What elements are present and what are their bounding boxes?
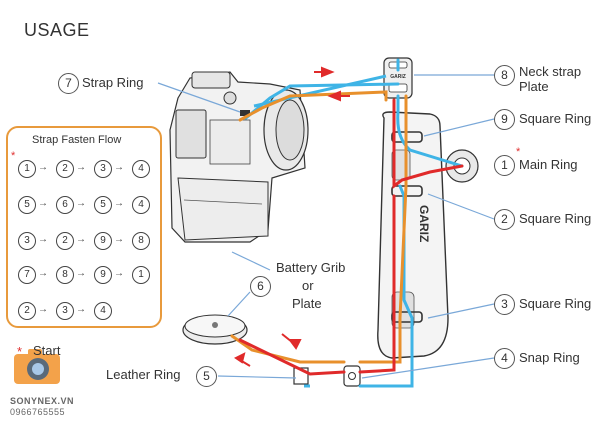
flow-step: 9	[94, 232, 112, 250]
callout-5-number: 5	[196, 366, 217, 387]
flow-step: 2	[56, 232, 74, 250]
red-strap	[238, 98, 464, 376]
strap-ring-label: Strap Ring	[82, 75, 144, 90]
flow-step: 1	[18, 160, 36, 178]
callout-7-number: 7	[58, 73, 79, 94]
square-ring-3	[391, 311, 423, 323]
snap-ring-label: Snap Ring	[519, 350, 580, 365]
flow-arrow: →	[76, 234, 86, 245]
main-ring-star: *	[516, 146, 521, 158]
flow-step: 4	[132, 196, 150, 214]
flow-arrow: →	[114, 234, 124, 245]
flow-arrow: →	[38, 198, 48, 209]
camera-illustration	[169, 71, 309, 243]
direction-arrows	[234, 66, 350, 367]
square-ring-2-label: Square Ring	[519, 211, 592, 226]
snap-ring	[343, 365, 361, 387]
callout-6-number: 6	[250, 276, 271, 297]
flow-title: Strap Fasten Flow	[32, 134, 122, 146]
flow-step: 4	[94, 302, 112, 320]
callout-3-number: 3	[494, 294, 515, 315]
neck-strap-label-line1: Neck strap	[519, 64, 582, 79]
brand-phone: 0966765555	[10, 407, 66, 417]
battery-label-line2: or	[302, 278, 314, 293]
main-ring-label: Main Ring	[519, 157, 578, 172]
battery-label-line1: Battery Grib	[276, 260, 346, 275]
grip-brand-text: GARIZ	[417, 205, 431, 242]
flow-step: 3	[18, 232, 36, 250]
start-star: *	[17, 344, 23, 359]
square-ring-9-label: Square Ring	[519, 111, 592, 126]
battery-label-line3: Plate	[292, 296, 322, 311]
callout-4-number: 4	[494, 348, 515, 369]
blue-strap	[244, 58, 464, 388]
flow-step: 8	[132, 232, 150, 250]
callout-1-number: 1	[494, 155, 515, 176]
flow-arrow: →	[38, 162, 48, 173]
flow-step: 3	[94, 160, 112, 178]
flow-arrow: →	[114, 198, 124, 209]
flow-star: *	[11, 150, 16, 162]
flow-step: 3	[56, 302, 74, 320]
page-title: USAGE	[24, 20, 90, 40]
flow-step: 5	[18, 196, 36, 214]
flow-step: 5	[94, 196, 112, 214]
start-label: Start	[33, 343, 61, 358]
callout-2-number: 2	[494, 209, 515, 230]
neck-strap-label-line2: Plate	[519, 79, 549, 94]
flow-step: 2	[56, 160, 74, 178]
flow-arrow: →	[38, 234, 48, 245]
flow-arrow: →	[76, 304, 86, 315]
flow-arrow: →	[114, 162, 124, 173]
flow-step: 6	[56, 196, 74, 214]
flow-step: 4	[132, 160, 150, 178]
flow-arrow: →	[76, 268, 86, 279]
leader-lines	[157, 74, 495, 379]
callout-9-number: 9	[494, 109, 515, 130]
plate-brand-text: GARIZ	[390, 74, 406, 80]
strap-fasten-flow-box	[6, 126, 162, 328]
flow-step: 9	[94, 266, 112, 284]
leather-ring-label: Leather Ring	[106, 367, 181, 382]
flow-arrow: →	[38, 304, 48, 315]
flow-arrow: →	[76, 162, 86, 173]
brand-site: SONYNEX.VN	[10, 396, 75, 406]
flow-arrow: →	[38, 268, 48, 279]
flow-step: 8	[56, 266, 74, 284]
square-ring-3-label: Square Ring	[519, 296, 592, 311]
callout-8-number: 8	[494, 65, 515, 86]
flow-arrow: →	[76, 198, 86, 209]
flow-arrow: →	[114, 268, 124, 279]
flow-step: 2	[18, 302, 36, 320]
flow-step: 1	[132, 266, 150, 284]
flow-step: 7	[18, 266, 36, 284]
